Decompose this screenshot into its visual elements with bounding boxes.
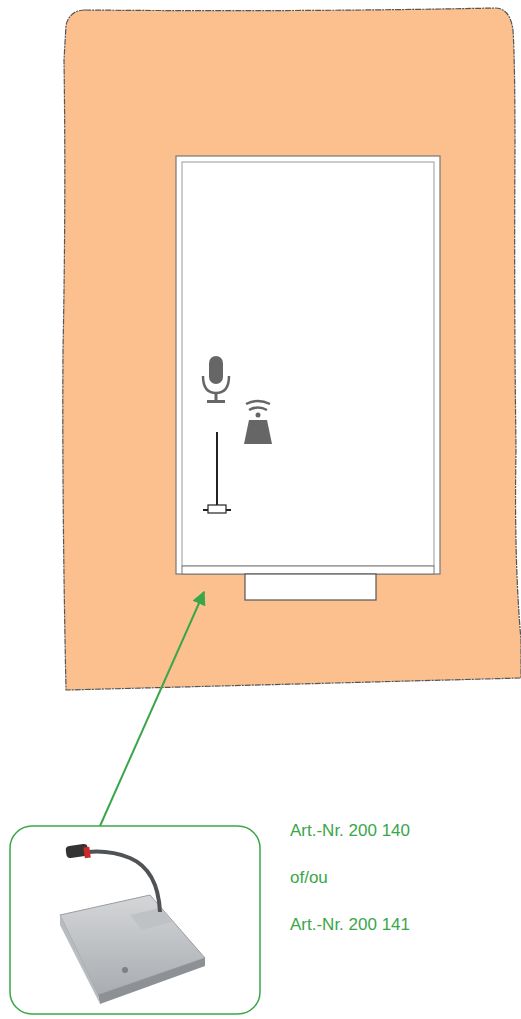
sill-tab bbox=[245, 574, 376, 600]
frame-inner bbox=[182, 162, 434, 566]
sill bbox=[182, 566, 434, 574]
desk-microphone bbox=[60, 844, 205, 1004]
leader-arrow bbox=[100, 592, 204, 826]
device-symbol bbox=[203, 432, 231, 513]
frame-outer bbox=[176, 156, 440, 574]
article-number: Art.-Nr. 200 141 bbox=[290, 915, 410, 935]
article-number: of/ou bbox=[290, 868, 328, 888]
microphone-icon bbox=[203, 356, 229, 403]
speaker-icon bbox=[244, 401, 272, 444]
wall bbox=[63, 8, 521, 690]
article-number: Art.-Nr. 200 140 bbox=[290, 821, 410, 841]
product-box bbox=[10, 826, 260, 1014]
